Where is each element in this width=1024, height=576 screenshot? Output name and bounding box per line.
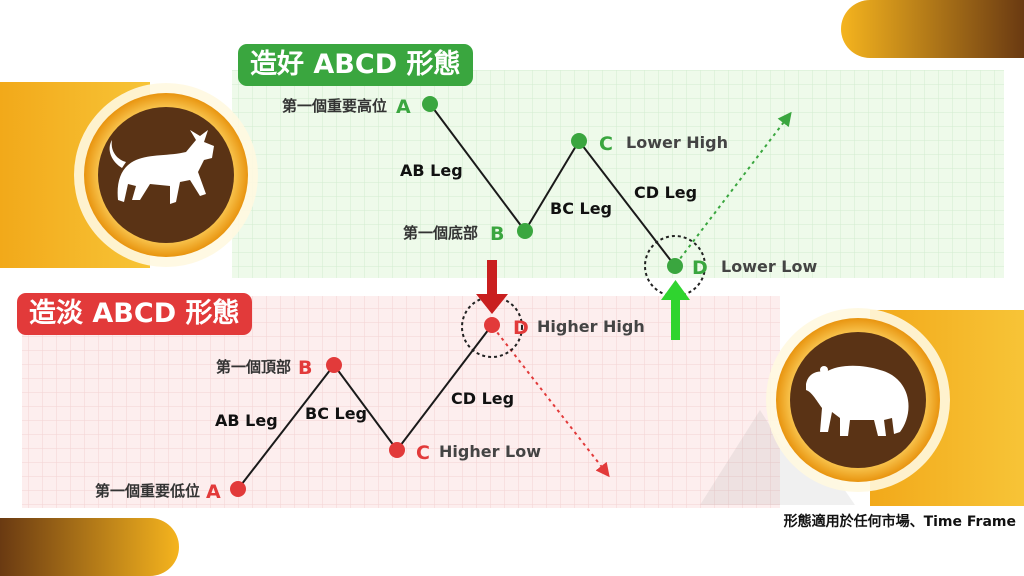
bullish-b-letter: B	[490, 223, 504, 245]
bearish-c-note: Higher Low	[439, 442, 541, 461]
bullish-b-label: 第一個底部	[403, 224, 478, 242]
bearish-ab-leg-label: AB Leg	[215, 411, 278, 430]
bearish-point-a	[230, 481, 246, 497]
bearish-d-note: Higher High	[537, 317, 645, 336]
bearish-bc-leg-label: BC Leg	[305, 404, 367, 423]
footer-note: 形態適用於任何市場、Time Frame	[783, 514, 1016, 530]
bearish-title: 造淡 ABCD 形態	[17, 293, 252, 335]
bullish-point-c	[571, 133, 587, 149]
bullish-c-note: Lower High	[626, 133, 728, 152]
bearish-point-c	[389, 442, 405, 458]
bear-medallion	[766, 308, 950, 492]
bearish-b-label: 第一個頂部	[216, 358, 291, 376]
corner-decoration-bottom-left	[0, 518, 179, 576]
bearish-c-letter: C	[416, 442, 430, 464]
bearish-pattern: 第一個重要低位 A 第一個頂部 B C Higher Low D Higher …	[95, 260, 645, 503]
bullish-cd-leg-label: CD Leg	[634, 183, 697, 202]
green-up-arrow-icon	[661, 280, 690, 340]
bearish-d-highlight-circle	[461, 296, 523, 358]
bull-medallion	[74, 83, 258, 267]
bearish-point-b	[326, 357, 342, 373]
bearish-d-letter: D	[513, 317, 529, 339]
bearish-b-letter: B	[298, 357, 312, 379]
bullish-point-a	[422, 96, 438, 112]
bearish-a-letter: A	[206, 481, 221, 503]
bearish-point-d	[484, 317, 500, 333]
bullish-pattern: 第一個重要高位 A 第一個底部 B C Lower High D Lower L…	[282, 96, 817, 340]
corner-decoration-top-right	[841, 0, 1024, 58]
bearish-cd-leg-label: CD Leg	[451, 389, 514, 408]
red-down-arrow-icon	[476, 260, 508, 314]
bullish-d-highlight-circle	[644, 235, 706, 297]
bullish-ab-leg-label: AB Leg	[400, 161, 463, 180]
bearish-projection-line	[492, 326, 610, 478]
bear-icon	[806, 365, 909, 436]
bull-icon	[109, 130, 214, 204]
bullish-point-b	[517, 223, 533, 239]
bearish-zigzag-line	[237, 324, 493, 490]
bullish-a-label: 第一個重要高位	[282, 97, 387, 115]
bullish-grid-panel	[232, 70, 1004, 278]
bullish-c-letter: C	[599, 133, 613, 155]
bullish-title: 造好 ABCD 形態	[238, 44, 473, 86]
bullish-a-letter: A	[396, 96, 411, 118]
bullish-zigzag-line	[429, 103, 676, 267]
bullish-d-note: Lower Low	[721, 257, 817, 276]
bearish-a-label: 第一個重要低位	[95, 482, 200, 500]
bullish-bc-leg-label: BC Leg	[550, 199, 612, 218]
bullish-d-letter: D	[692, 257, 708, 279]
bullish-point-d	[667, 258, 683, 274]
